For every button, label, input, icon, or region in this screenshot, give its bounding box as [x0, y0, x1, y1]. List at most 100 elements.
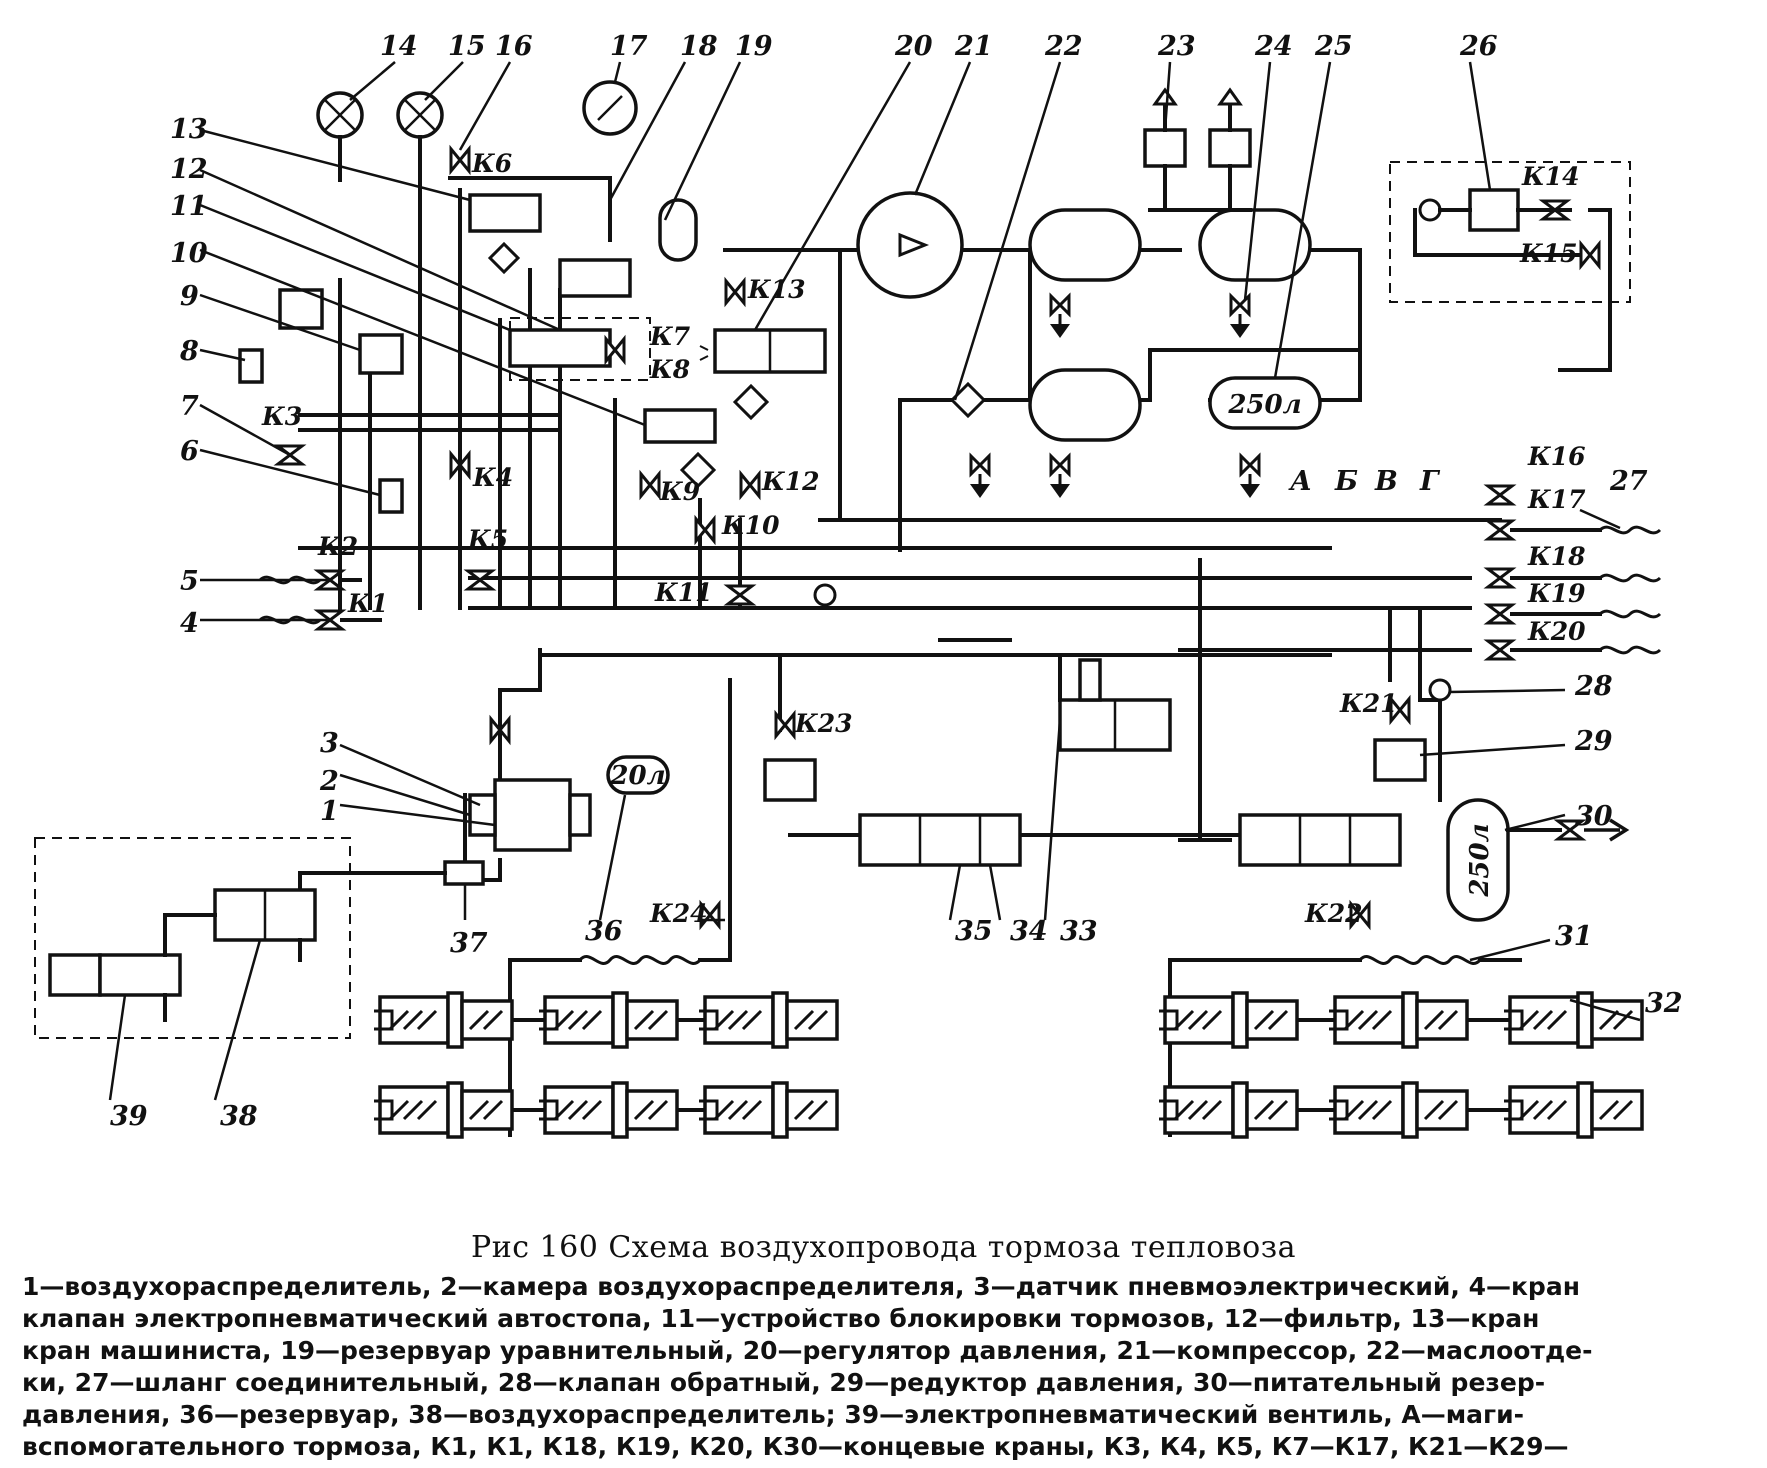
callout-12: 12 — [170, 154, 208, 185]
caption-title: Рис 160 Схема воздухопровода тормоза теп… — [471, 1230, 1296, 1265]
callout-6: 6 — [180, 436, 199, 467]
callout-13: 13 — [170, 114, 208, 145]
valve-k8: К8 — [649, 355, 690, 384]
callout-19: 19 — [735, 31, 773, 62]
callout-39: 39 — [110, 1101, 148, 1132]
brake-hoses — [508, 955, 1522, 965]
figure-caption: Рис 160 Схема воздухопровода тормоза теп… — [0, 1222, 1767, 1463]
valve-k23: К23 — [794, 709, 853, 738]
callout-3: 3 — [320, 728, 339, 759]
svg-text:20л: 20л — [609, 761, 665, 791]
valve-k15: К15 — [1519, 239, 1578, 268]
callout-5: 5 — [180, 566, 199, 597]
pressure-regulator — [699, 328, 827, 374]
callout-38: 38 — [220, 1101, 258, 1132]
callout-32: 32 — [1645, 988, 1683, 1019]
callout-28: 28 — [1574, 671, 1613, 702]
callout-4: 4 — [180, 608, 199, 639]
callout-34: 34 — [1010, 916, 1048, 947]
callout-1: 1 — [320, 796, 339, 827]
valve-k22: К22 — [1304, 899, 1363, 928]
callout-20: 20 — [894, 31, 933, 62]
line-b: Б — [1334, 466, 1358, 497]
reservoir-25: 250л — [1208, 376, 1322, 430]
valve-k16: К16 — [1527, 442, 1586, 471]
driver-valves — [238, 193, 987, 514]
callout-2: 2 — [319, 766, 339, 797]
callout-27: 27 — [1609, 466, 1648, 497]
callout-25: 25 — [1314, 31, 1353, 62]
callout-26: 26 — [1459, 31, 1498, 62]
valve-blocks — [763, 658, 1427, 867]
valve-k21: К21 — [1339, 689, 1398, 718]
valve-k1: К1 — [347, 589, 388, 618]
brake-cylinders — [372, 958, 1644, 1139]
callout-29: 29 — [1574, 726, 1613, 757]
line-a: А — [1288, 466, 1312, 497]
caption-line: давления, 36—резервуар, 38—воздухораспре… — [22, 1400, 1525, 1429]
valve-tags: К1 К2 К3 К4 К5 К6 К7 К8 К9 К10 К11 К12 К… — [261, 149, 1586, 928]
caption-line: кран машиниста, 19—резервуар уравнительн… — [22, 1336, 1593, 1365]
valve-symbols — [276, 147, 1452, 928]
valve-k19: К19 — [1527, 579, 1586, 608]
callout-7: 7 — [180, 391, 199, 422]
unit-26 — [1389, 161, 1631, 303]
callout-33: 33 — [1060, 916, 1098, 947]
equalizing-reservoir — [658, 198, 698, 262]
callout-23: 23 — [1157, 31, 1196, 62]
left-unit — [34, 837, 485, 1039]
caption-line: ки, 27—шланг соединительный, 28—клапан о… — [22, 1368, 1546, 1397]
safety-valves — [1143, 87, 1252, 212]
caption-body: 1—воздухораспределитель, 2—камера воздух… — [22, 1271, 1745, 1463]
reservoir-36: 20л — [606, 755, 670, 795]
leader-lines — [108, 61, 1641, 1101]
valve-k14: К14 — [1521, 162, 1580, 191]
valve-k9: К9 — [659, 477, 700, 506]
valve-k3: К3 — [261, 402, 302, 431]
callout-10: 10 — [170, 238, 208, 269]
callout-22: 22 — [1044, 31, 1083, 62]
caption-line: клапан электропневматический автостопа, … — [22, 1304, 1540, 1333]
callout-18: 18 — [680, 31, 718, 62]
valve-k7: К7 — [649, 322, 691, 351]
valve-k17: К17 — [1527, 485, 1586, 514]
callout-36: 36 — [585, 916, 623, 947]
valve-k18: К18 — [1527, 542, 1586, 571]
caption-line: 1—воздухораспределитель, 2—камера воздух… — [22, 1272, 1580, 1301]
callout-35: 35 — [955, 916, 993, 947]
brake-air-scheme-diagram: 20л 250л 250л — [34, 31, 1683, 1139]
callout-numbers: 1 2 3 4 5 6 7 8 9 10 11 12 13 14 15 16 1… — [110, 31, 1683, 1132]
reservoir-30: 250л — [1446, 798, 1630, 922]
svg-text:250л: 250л — [1465, 823, 1495, 897]
compressor — [856, 191, 964, 299]
gauges — [316, 80, 638, 182]
caption-line: вспомогательного тормоза, К1, К1, К18, К… — [22, 1432, 1569, 1461]
air-distributor — [468, 778, 592, 852]
valve-k10: К10 — [721, 511, 780, 540]
valve-k20: К20 — [1527, 617, 1586, 646]
valve-k2: К2 — [317, 532, 358, 561]
callout-31: 31 — [1555, 921, 1593, 952]
valve-k5: К5 — [467, 525, 508, 554]
valve-k12: К12 — [761, 467, 820, 496]
right-hoses — [1486, 484, 1662, 661]
callout-17: 17 — [610, 31, 648, 62]
line-letters: А Б В Г — [1288, 466, 1441, 497]
callout-24: 24 — [1254, 31, 1293, 62]
callout-30: 30 — [1575, 801, 1613, 832]
valve-k11: К11 — [654, 578, 713, 607]
main-reservoirs — [968, 208, 1312, 500]
valve-k24: К24 — [649, 899, 708, 928]
callout-11: 11 — [170, 191, 208, 222]
valve-k4: К4 — [472, 463, 513, 492]
valve-k6: К6 — [471, 149, 512, 178]
line-v: В — [1374, 466, 1398, 497]
line-g: Г — [1419, 466, 1441, 497]
callout-37: 37 — [450, 928, 488, 959]
callout-9: 9 — [180, 281, 199, 312]
callout-15: 15 — [448, 31, 486, 62]
callout-14: 14 — [380, 31, 418, 62]
callout-16: 16 — [495, 31, 533, 62]
svg-text:250л: 250л — [1227, 390, 1301, 420]
callout-8: 8 — [179, 336, 199, 367]
